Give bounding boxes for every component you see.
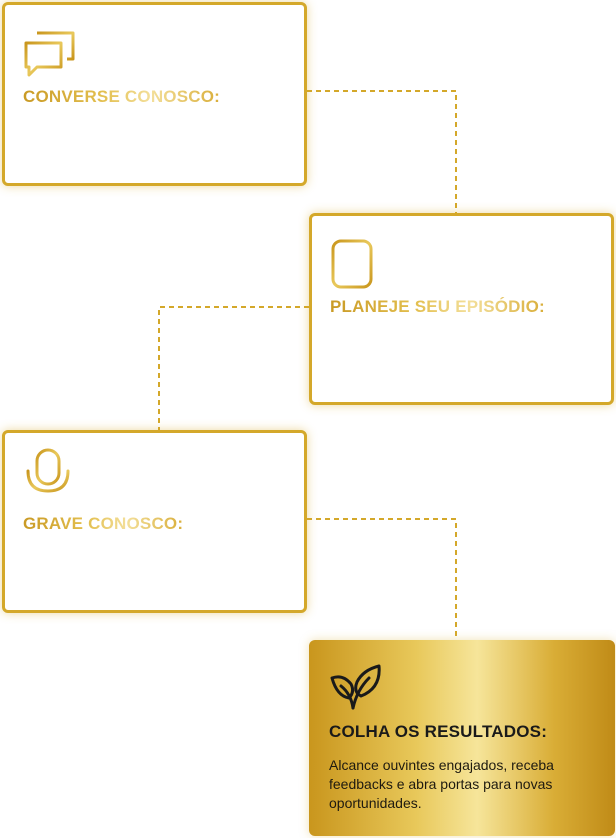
connector-1-2 <box>307 90 457 213</box>
step-card-planeje: PLANEJE SEU EPISÓDIO: <box>309 213 614 405</box>
step-title: PLANEJE SEU EPISÓDIO: <box>330 297 545 316</box>
step-title: CONVERSE CONOSCO: <box>23 87 221 106</box>
step-card-converse: CONVERSE CONOSCO: <box>2 2 307 186</box>
connector-3-4 <box>307 518 457 640</box>
step-card-grave: GRAVE CONOSCO: <box>2 430 307 613</box>
leaf-sprout-icon <box>329 664 383 715</box>
step-card-colha: COLHA OS RESULTADOS: Alcance ouvintes en… <box>309 640 615 836</box>
step-title: GRAVE CONOSCO: <box>23 514 184 533</box>
step-description: Alcance ouvintes engajados, receba feedb… <box>329 757 554 811</box>
step-title: COLHA OS RESULTADOS: <box>329 722 548 741</box>
microphone-icon <box>23 447 73 508</box>
document-icon <box>330 238 374 295</box>
connector-2-3 <box>158 306 309 430</box>
chat-bubbles-icon <box>23 29 77 82</box>
